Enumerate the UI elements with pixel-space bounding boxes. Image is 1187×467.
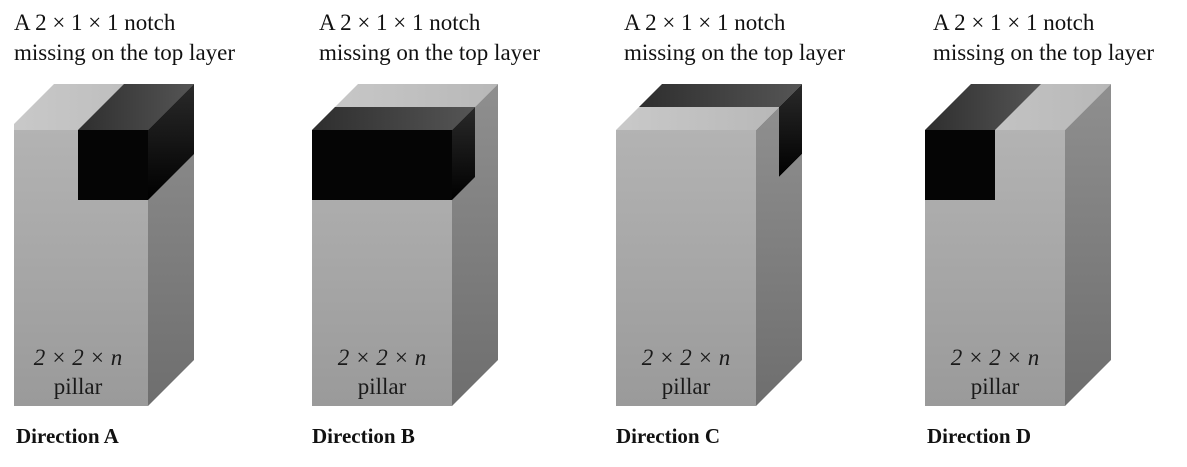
pillar-front-face	[616, 130, 756, 406]
caption-line-2: missing on the top layer	[319, 40, 541, 65]
notch-front-face	[78, 130, 148, 200]
panel-direction-c: A 2 × 1 × 1 notch missing on the top lay…	[616, 0, 916, 467]
notch-top-face	[312, 107, 475, 130]
caption-line-2: missing on the top layer	[624, 40, 846, 65]
pillar-figure	[616, 84, 802, 406]
panel-direction-d: A 2 × 1 × 1 notch missing on the top lay…	[925, 0, 1187, 467]
caption-line-1: A 2 × 1 × 1 notch	[933, 10, 1095, 35]
notch-side-face	[452, 107, 475, 200]
notch-caption: A 2 × 1 × 1 notch missing on the top lay…	[14, 8, 235, 68]
notch-caption: A 2 × 1 × 1 notch missing on the top lay…	[933, 8, 1154, 68]
caption-line-1: A 2 × 1 × 1 notch	[624, 10, 786, 35]
pillar-dimensions: 2 × 2 × n	[33, 345, 123, 370]
pillar-figure	[312, 84, 498, 406]
pillar-dimensions: 2 × 2 × n	[641, 345, 731, 370]
direction-label: Direction D	[927, 424, 1032, 448]
pillar-label: pillar	[970, 374, 1020, 399]
pillar-figure	[14, 84, 194, 406]
notch-top-face	[925, 84, 1041, 130]
pillar-figure	[925, 84, 1111, 406]
pillar-side-face	[756, 107, 802, 406]
panel-direction-a: A 2 × 1 × 1 notch missing on the top lay…	[14, 0, 314, 467]
pillar-label: pillar	[53, 374, 103, 399]
notch-back-side-face	[779, 84, 802, 177]
pillar-dimensions: 2 × 2 × n	[337, 345, 427, 370]
caption-line-2: missing on the top layer	[933, 40, 1155, 65]
notch-side-face	[148, 84, 194, 200]
direction-label: Direction C	[616, 424, 721, 448]
pillar-top-face	[616, 107, 779, 130]
pillar-label: pillar	[661, 374, 711, 399]
notch-caption: A 2 × 1 × 1 notch missing on the top lay…	[624, 8, 845, 68]
notch-front-face	[312, 130, 452, 200]
notch-top-face	[78, 84, 194, 130]
pillar-label: pillar	[357, 374, 407, 399]
notch-back-top-face	[639, 84, 802, 107]
notch-caption: A 2 × 1 × 1 notch missing on the top lay…	[319, 8, 540, 68]
panel-direction-b: A 2 × 1 × 1 notch missing on the top lay…	[312, 0, 612, 467]
pillar-dimensions: 2 × 2 × n	[950, 345, 1040, 370]
caption-line-1: A 2 × 1 × 1 notch	[14, 10, 176, 35]
direction-label: Direction A	[16, 424, 119, 448]
direction-label: Direction B	[312, 424, 415, 448]
caption-line-2: missing on the top layer	[14, 40, 236, 65]
pillar-side-face	[1065, 84, 1111, 406]
caption-line-1: A 2 × 1 × 1 notch	[319, 10, 481, 35]
notch-front-face	[925, 130, 995, 200]
